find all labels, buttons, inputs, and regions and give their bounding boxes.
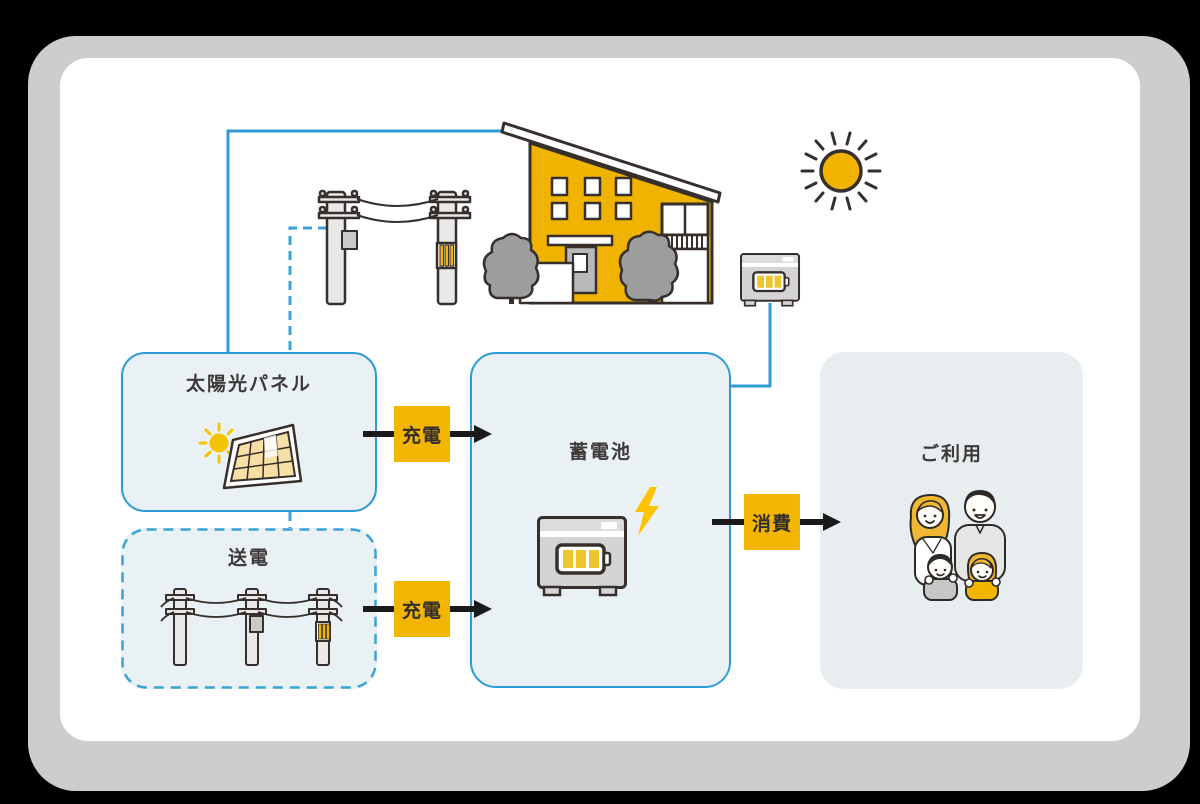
storage-battery-box-title: 蓄電池 xyxy=(568,442,632,463)
charge-label-grid: 充電 xyxy=(394,581,450,637)
consume-label: 消費 xyxy=(744,494,800,550)
solar-panel-box: 太陽光パネル xyxy=(121,352,377,512)
usage-box-title: ご利用 xyxy=(919,444,983,465)
usage-box: ご利用 xyxy=(820,352,1083,689)
transmission-box-title: 送電 xyxy=(227,548,270,569)
charge-label-solar: 充電 xyxy=(394,406,450,462)
solar-panel-box-title: 太陽光パネル xyxy=(185,374,312,395)
transmission-box: 送電 xyxy=(121,528,377,689)
storage-battery-box: 蓄電池 xyxy=(470,352,731,688)
